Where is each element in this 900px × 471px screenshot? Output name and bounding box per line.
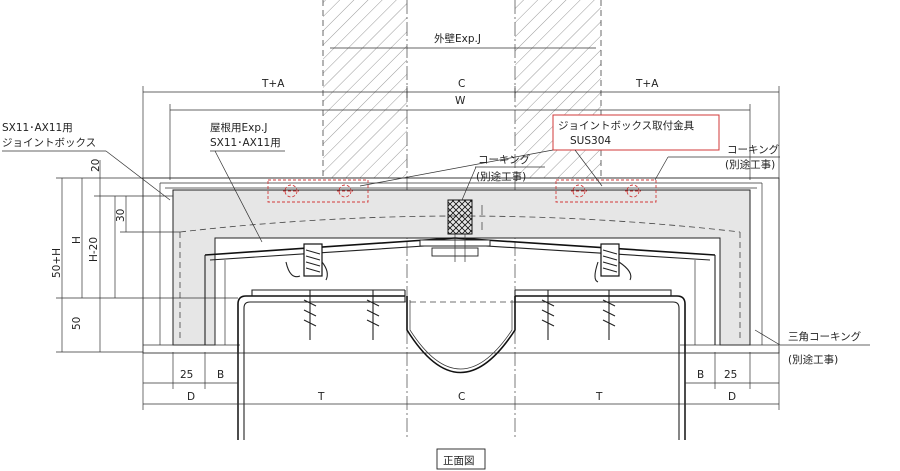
w-label: W <box>455 95 466 107</box>
center-caulking-block <box>447 199 483 262</box>
roof-expj-line2: SX11･AX11用 <box>210 137 281 149</box>
sx11-joint-box-line2: ジョイントボックス <box>2 137 96 149</box>
t-plus-a-left-label: T+A <box>261 78 285 90</box>
dim-outer-wall-expj: 外壁Exp.J <box>330 32 596 49</box>
t-plus-a-right-label: T+A <box>635 78 659 90</box>
dim-b-left-label: B <box>217 369 224 381</box>
label-roof-expj: 屋根用Exp.J SX11･AX11用 <box>210 121 285 243</box>
anchors <box>303 290 616 340</box>
label-triangle-caulking: 三角コーキング (別途工事) <box>754 329 870 366</box>
roof-expj-cover <box>204 237 716 345</box>
joint-box-bracket-left <box>267 179 369 203</box>
dim-h-label: H <box>71 236 83 244</box>
dim-t-left-label: T <box>317 391 325 403</box>
bolt-left <box>285 243 328 281</box>
joint-box <box>142 177 780 354</box>
label-caulking-right: コーキング (別途工事) <box>654 143 780 181</box>
dim-w: W <box>169 95 751 180</box>
c-top-label: C <box>458 78 465 90</box>
triangle-caulking-line1: 三角コーキング <box>788 330 862 343</box>
outer-wall-left <box>322 0 408 440</box>
outer-wall-expj-label: 外壁Exp.J <box>434 32 481 45</box>
dim-25-right-label: 25 <box>724 369 737 381</box>
dim-50-label: 50 <box>71 317 83 330</box>
dim-h-20-label: H-20 <box>88 237 100 262</box>
sx11-joint-box-line1: SX11･AX11用 <box>2 122 73 134</box>
label-bracket: ジョイントボックス取付金具 SUS304 <box>359 114 720 187</box>
caulking-right-line2: (別途工事) <box>725 158 775 171</box>
caulking-center-line1: コーキング <box>478 153 531 166</box>
dim-row-t-c-t: T+A C T+A <box>142 78 780 190</box>
dim-30-label: 30 <box>115 209 127 222</box>
joint-box-bracket-right <box>555 179 657 203</box>
center-u-gutter-inner <box>409 300 513 370</box>
roof-expj-line1: 屋根用Exp.J <box>210 121 267 134</box>
dim-50-h-label: 50+H <box>51 248 63 278</box>
front-view-label: 正面図 <box>443 455 475 467</box>
bracket-line1: ジョイントボックス取付金具 <box>558 119 695 132</box>
bottom-dims: 25 B D T C T B 25 D <box>142 352 780 440</box>
dim-c-bottom-label: C <box>458 391 465 403</box>
dim-t-right-label: T <box>595 391 603 403</box>
bolt-right <box>594 243 632 283</box>
bracket-line2: SUS304 <box>570 135 611 147</box>
center-u-gutter <box>406 296 516 374</box>
front-view-caption: 正面図 <box>436 448 486 470</box>
caulking-right-line1: コーキング <box>727 143 780 156</box>
parapet-left <box>237 289 406 440</box>
parapet-right <box>514 289 686 440</box>
caulking-center-line2: (別途工事) <box>476 170 526 183</box>
triangle-caulking-line2: (別途工事) <box>788 353 838 366</box>
dim-20-label: 20 <box>90 159 102 172</box>
dim-d-left-label: D <box>187 391 195 403</box>
dim-d-right-label: D <box>728 391 736 403</box>
label-caulking-center: コーキング (別途工事) <box>461 153 545 201</box>
dim-b-right-label: B <box>697 369 704 381</box>
left-vertical-dims: 20 30 H H-20 50+H 50 <box>51 159 238 353</box>
dim-25-left-label: 25 <box>180 369 193 381</box>
label-sx11-joint-box: SX11･AX11用 ジョイントボックス <box>2 122 171 201</box>
